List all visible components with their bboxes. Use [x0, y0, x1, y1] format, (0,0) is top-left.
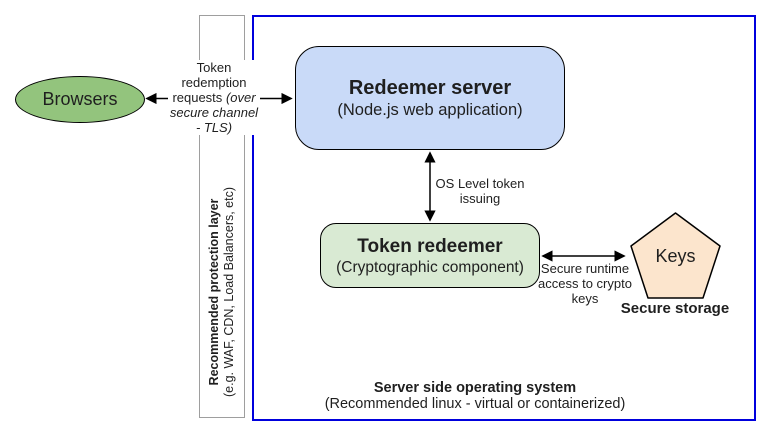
os-container-subtitle: (Recommended linux - virtual or containe… [324, 396, 626, 412]
protection-layer-subtitle: (e.g. WAF, CDN, Load Balancers, etc) [222, 186, 236, 398]
edge-label-token-redemption-note: (over secure channel - TLS) [169, 90, 259, 135]
redeemer-server-node: Redeemer server (Node.js web application… [295, 46, 565, 150]
os-container-title: Server side operating system [373, 380, 577, 396]
keys-pentagon-shape [630, 212, 721, 299]
edge-label-token-redemption: Token redemption requests (over secure c… [168, 60, 260, 135]
browsers-label: Browsers [42, 89, 118, 109]
redeemer-server-title: Redeemer server [348, 76, 512, 99]
token-redeemer-title: Token redeemer [357, 235, 503, 257]
os-container-label: Server side operating system (Recommende… [310, 380, 640, 412]
keys-label: Keys [655, 246, 696, 266]
protection-layer-title: Recommended protection layer [207, 198, 221, 386]
token-redeemer-node: Token redeemer (Cryptographic component) [320, 223, 540, 288]
edge-label-os-issuing: OS Level token issuing [435, 176, 525, 206]
redeemer-server-subtitle: (Node.js web application) [337, 100, 523, 119]
edge-label-token-redemption-main: Token redemption requests [172, 60, 247, 105]
pentagon-shape [630, 212, 721, 299]
edge-label-secure-runtime: Secure runtime access to crypto keys [538, 261, 632, 306]
token-redeemer-subtitle: (Cryptographic component) [336, 258, 524, 276]
secure-storage-caption: Secure storage [620, 300, 730, 317]
browsers-node: Browsers [15, 76, 145, 123]
os-container-box [252, 15, 756, 421]
